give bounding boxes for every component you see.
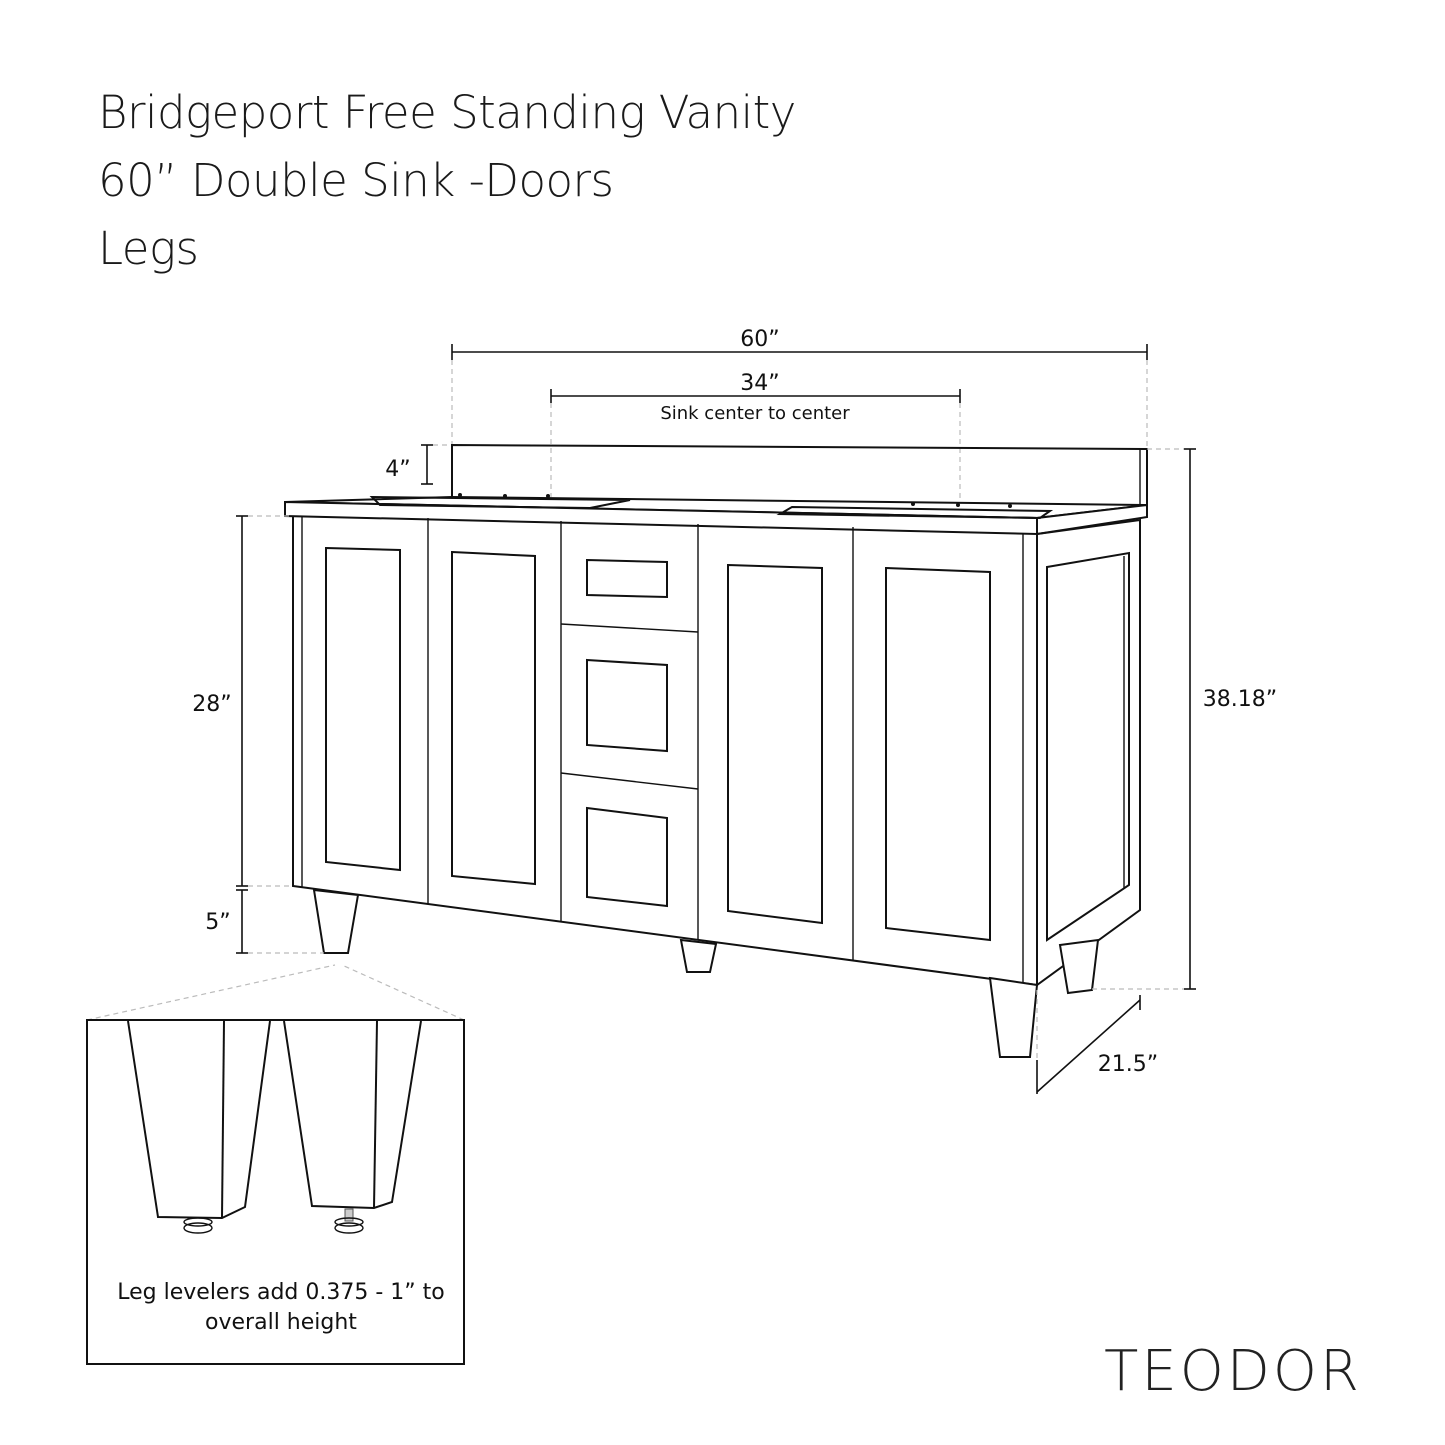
depth-label: 21.5” <box>1098 1052 1158 1077</box>
sink-spacing-label: 34” <box>740 371 779 396</box>
door-panel-3 <box>727 563 823 925</box>
title-line-3: Legs <box>98 222 199 275</box>
sink-spacing-note: Sink center to center <box>660 403 850 424</box>
left-sink <box>369 495 631 510</box>
side-panel <box>1036 518 1141 987</box>
title-line-2: 60” Double Sink -Doors <box>98 154 614 207</box>
leg-height-dimension: 5” <box>205 889 324 954</box>
cabinet-height-dimension: 28” <box>192 515 293 887</box>
overall-height-label: 38.18” <box>1203 687 1277 712</box>
backsplash-label: 4” <box>385 457 410 482</box>
inset-note-line-1: Leg levelers add 0.375 - 1” to <box>117 1280 445 1305</box>
overall-height-dimension: 38.18” <box>1092 448 1277 990</box>
door-panel-2 <box>451 550 536 886</box>
drawer-3 <box>586 806 668 908</box>
cabinet <box>292 516 1141 987</box>
right-sink <box>776 505 1054 520</box>
door-panel-4 <box>885 566 991 942</box>
leg-leveler-inset: Leg levelers add 0.375 - 1” to overall h… <box>86 964 465 1365</box>
leg-height-label: 5” <box>205 910 230 935</box>
sink-spacing-dimension: 34” Sink center to center <box>550 371 961 505</box>
inset-note-line-2: overall height <box>205 1310 357 1335</box>
depth-dimension: 21.5” <box>1036 990 1158 1094</box>
width-dimension: 60” <box>451 327 1148 448</box>
title-line-1: Bridgeport Free Standing Vanity <box>98 86 796 139</box>
backsplash <box>451 443 1148 505</box>
countertop <box>284 493 1148 536</box>
legs <box>312 888 1100 1058</box>
cabinet-height-label: 28” <box>192 692 231 717</box>
width-label: 60” <box>740 327 779 352</box>
drawer-2 <box>586 658 668 753</box>
door-panel-1 <box>325 546 401 872</box>
brand-logo: TEODOR <box>1104 1339 1362 1404</box>
drawer-1 <box>586 558 668 599</box>
backsplash-dimension: 4” <box>385 444 452 485</box>
